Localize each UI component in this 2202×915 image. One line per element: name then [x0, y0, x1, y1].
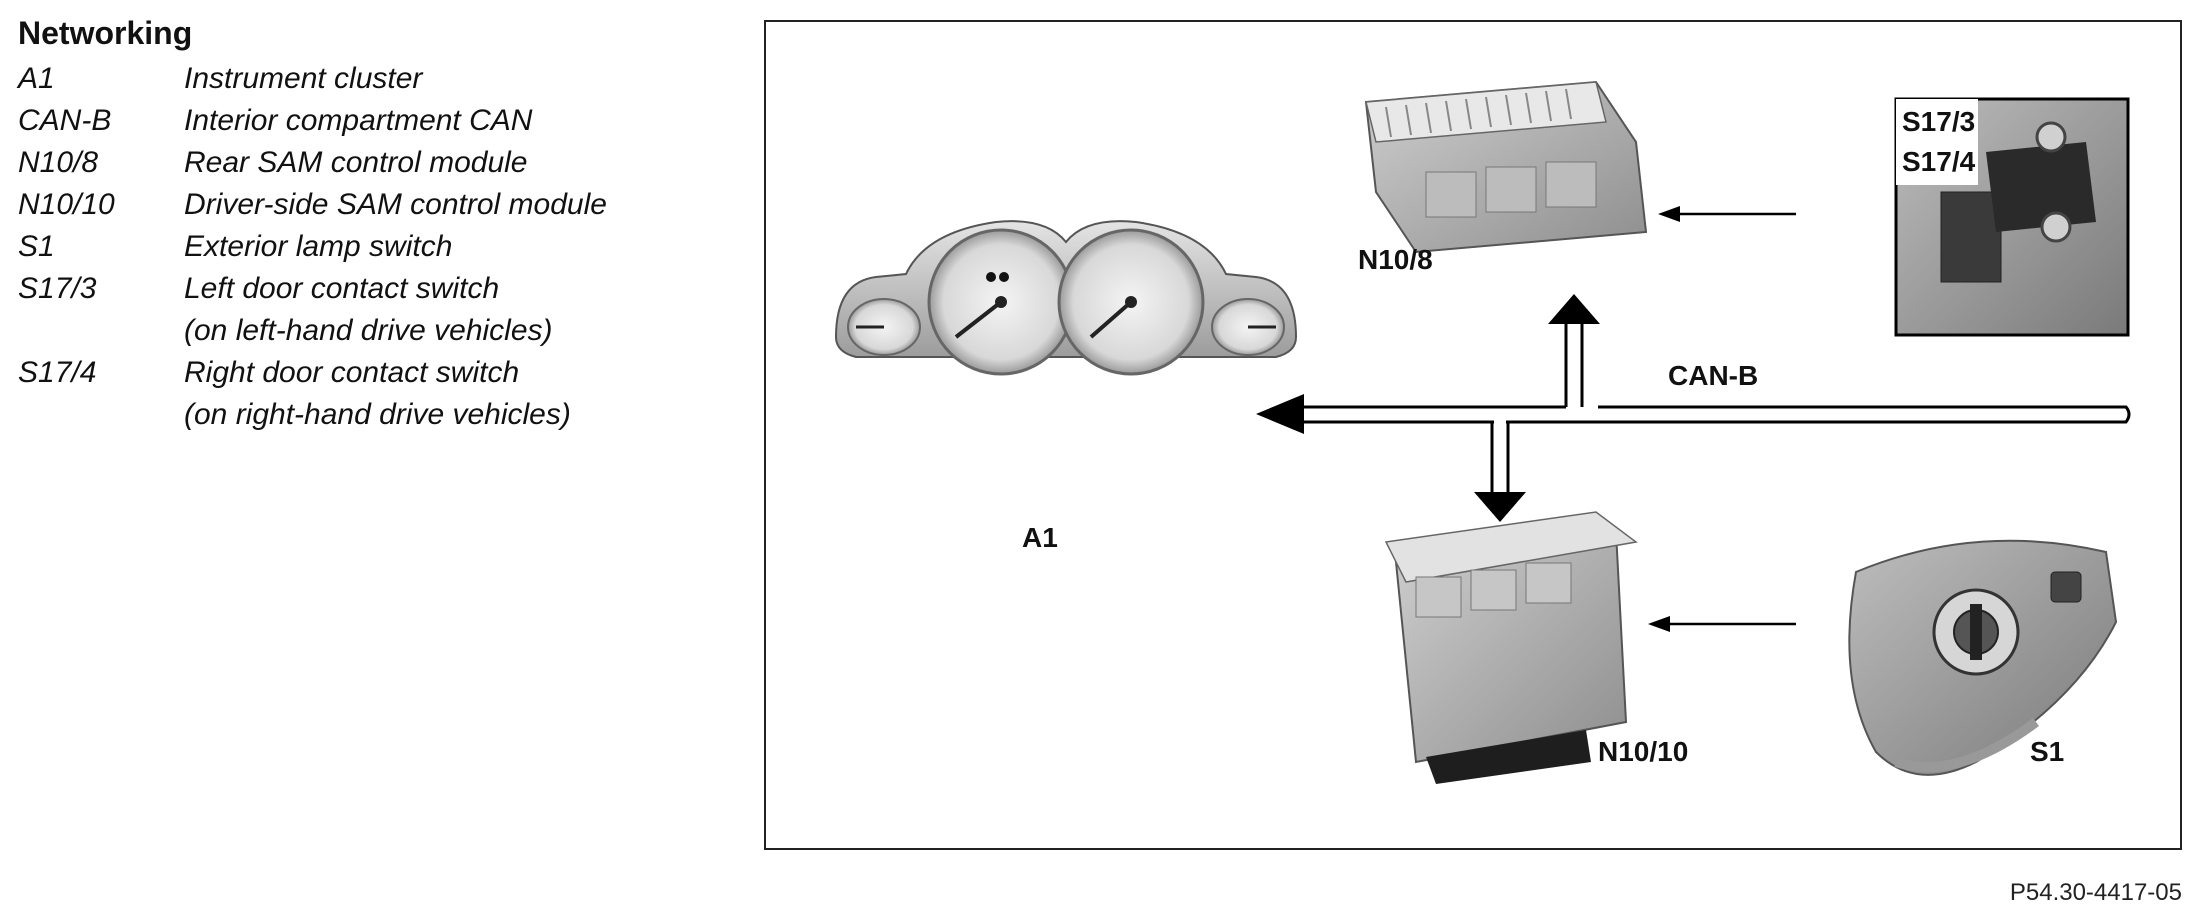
legend-desc-line2: (on left-hand drive vehicles) [184, 314, 553, 347]
legend-row: N10/8 Rear SAM control module [18, 142, 738, 184]
label-s17-4: S17/4 [1902, 146, 1976, 177]
legend-desc: Instrument cluster [184, 62, 423, 95]
legend-code: N10/8 [18, 146, 99, 179]
instrument-cluster-image [834, 220, 1298, 376]
diagram-drawing [834, 80, 2131, 784]
legend-code: S17/4 [18, 356, 97, 389]
driver-side-sam-module-image [1384, 511, 1638, 784]
legend-code: S1 [18, 230, 55, 263]
legend-code: A1 [18, 62, 55, 95]
network-diagram: A1 N10/8 N10/10 S1 S17/3 S17/4 CAN-B [764, 20, 2182, 850]
legend-row: S17/3 Left door contact switch (on left-… [18, 268, 738, 352]
can-b-bus [1256, 294, 2131, 522]
legend-row: S1 Exterior lamp switch [18, 226, 738, 268]
legend-desc: Left door contact switch (on left-hand d… [184, 268, 738, 352]
arrow-to-a1 [1256, 394, 1304, 434]
legend-row: S17/4 Right door contact switch (on righ… [18, 352, 738, 436]
legend-row: CAN-B Interior compartment CAN [18, 100, 738, 142]
reference-code: P54.30-4417-05 [2009, 879, 2182, 906]
legend-desc: Right door contact switch (on right-hand… [184, 352, 738, 436]
label-a1: A1 [1022, 522, 1058, 553]
legend-desc-line1: Right door contact switch [184, 356, 520, 389]
label-s17-3: S17/3 [1902, 106, 1976, 137]
signal-arrows [1648, 206, 1796, 632]
label-n10-10: N10/10 [1598, 736, 1689, 767]
label-s1: S1 [2030, 736, 2065, 767]
legend-desc-line1: Left door contact switch [184, 272, 500, 305]
legend-code: N10/10 [18, 188, 115, 221]
arrow-to-n10-10 [1474, 492, 1526, 522]
label-n10-8: N10/8 [1358, 244, 1433, 275]
legend-desc-line2: (on right-hand drive vehicles) [184, 398, 571, 431]
legend-row: N10/10 Driver-side SAM control module [18, 184, 738, 226]
legend-code: CAN-B [18, 104, 112, 137]
legend-title: Networking [18, 15, 193, 51]
exterior-lamp-switch-image [1848, 539, 2118, 776]
legend-desc: Interior compartment CAN [184, 104, 533, 137]
label-can-b: CAN-B [1668, 360, 1759, 391]
rear-sam-module-image [1364, 80, 1648, 254]
legend: Networking A1 Instrument cluster CAN-B I… [18, 14, 738, 436]
legend-desc: Rear SAM control module [184, 146, 528, 179]
legend-desc: Exterior lamp switch [184, 230, 453, 263]
legend-row: A1 Instrument cluster [18, 58, 738, 100]
legend-code: S17/3 [18, 272, 97, 305]
legend-desc: Driver-side SAM control module [184, 188, 607, 221]
door-contact-switch-image [1894, 97, 2130, 337]
arrow-to-n10-8 [1548, 294, 1600, 324]
